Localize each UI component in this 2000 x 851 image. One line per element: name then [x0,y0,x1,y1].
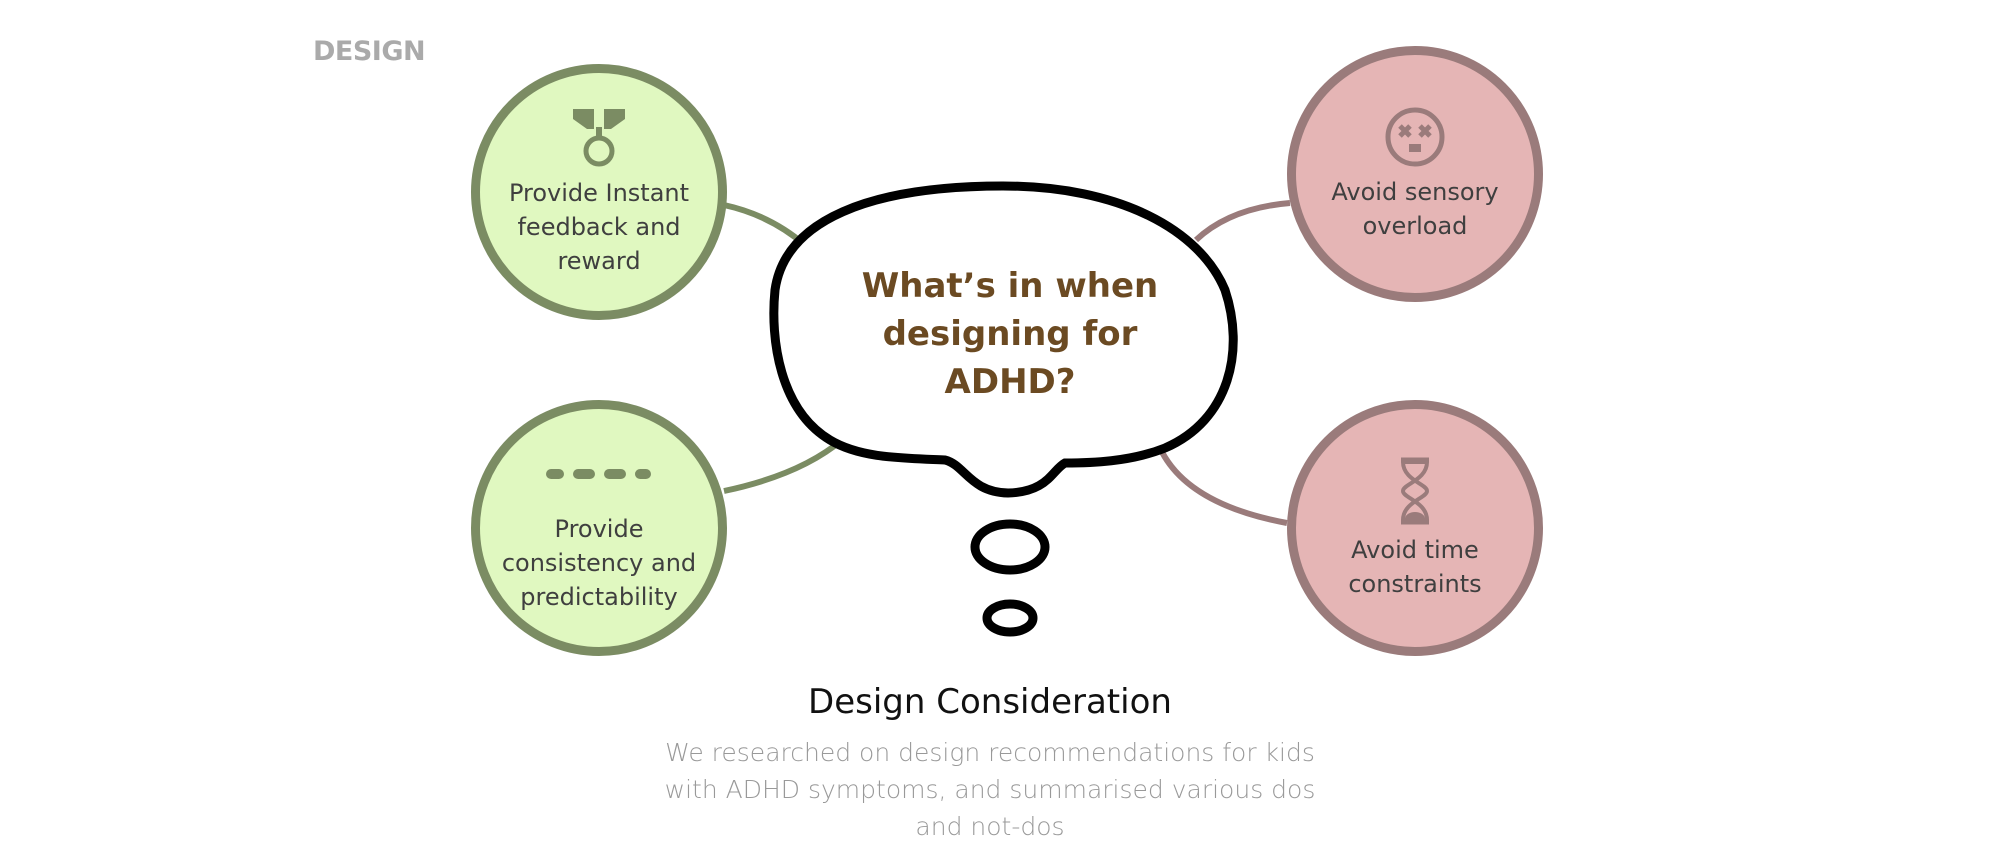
node-consistency: Provide consistency and predictability [471,400,727,656]
dashes-icon [546,442,652,506]
connector-feedback [723,202,807,248]
center-question: What’s in when designing for ADHD? [861,266,1159,402]
node-sensory-overload: Avoid sensory overload [1287,46,1543,302]
section-label: DESIGN [313,36,426,67]
connector-sensory [1193,200,1291,243]
thought-dot-large [970,519,1050,575]
connector-time [1159,450,1288,526]
caption-description: We researched on design recommendations … [664,738,1316,841]
node-instant-feedback: Provide Instant feedback and reward [471,64,727,320]
thought-bubble [769,181,1238,498]
hourglass-icon [1395,455,1435,527]
dizzy-face-icon [1384,105,1446,169]
medal-icon [571,106,627,170]
node-time-constraints: Avoid time constraints [1287,400,1543,656]
thought-dot-small [982,599,1038,637]
connector-consistency [723,437,844,494]
caption-title: Design Consideration [808,682,1172,722]
